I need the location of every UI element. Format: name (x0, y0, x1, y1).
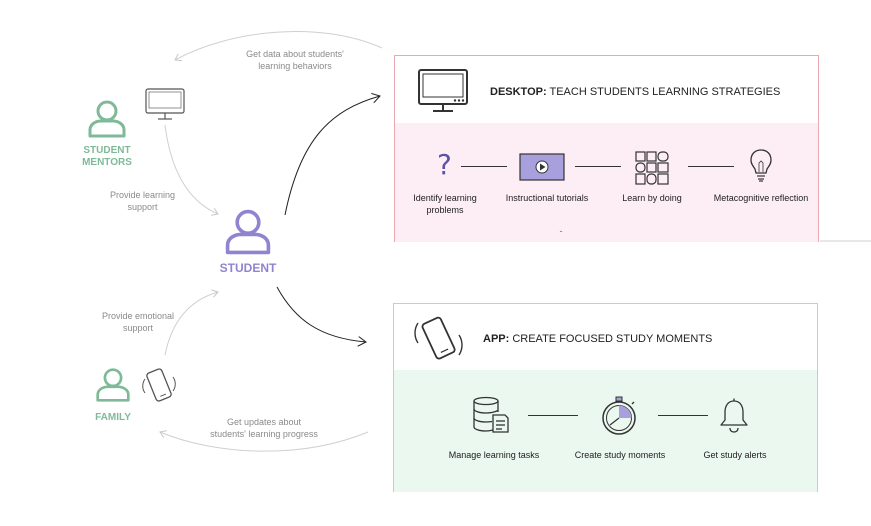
arrow-student-to-desktop (284, 96, 380, 216)
step-manage-learning-tasks: Manage learning tasks (448, 450, 540, 460)
student-person-icon (225, 209, 271, 255)
desktop-panel-title: DESKTOP: TEACH STUDENTS LEARNING STRATEG… (490, 86, 781, 98)
family-person-icon (96, 368, 130, 402)
note-provide-learning: Provide learning support (109, 190, 176, 212)
desktop-monitor-icon (418, 69, 468, 112)
app-phone-icon (414, 316, 463, 360)
student-mentors-person-icon (88, 100, 126, 138)
app-panel (393, 303, 818, 492)
grid-blocks-icon (635, 151, 669, 185)
student-label: STUDENT (219, 261, 277, 275)
step-create-study-moments: Create study moments (574, 450, 666, 460)
monitor-icon (145, 88, 185, 120)
stopwatch-icon (602, 396, 636, 435)
note-get-updates: Get updates about students' learning pro… (210, 417, 318, 439)
phone-icon (142, 368, 176, 402)
database-task-icon (473, 396, 509, 433)
family-label: FAMILY (95, 412, 131, 423)
step-get-study-alerts: Get study alerts (703, 450, 767, 460)
note-get-data: Get data about students' learning behavi… (246, 49, 344, 71)
desktop-panel (394, 55, 819, 242)
desktop-footnote: - (559, 226, 563, 236)
step-instructional-tutorials: Instructional tutorials (505, 193, 589, 203)
student-mentors-label: STUDENT MENTORS (82, 145, 132, 168)
lightbulb-icon (750, 149, 772, 182)
video-play-icon (519, 153, 565, 181)
step-identify-learning-problems: Identify learning problems (413, 193, 477, 215)
app-panel-band (394, 370, 817, 492)
app-panel-title: APP: CREATE FOCUSED STUDY MOMENTS (483, 333, 713, 345)
step-metacognitive-reflection: Metacognitive reflection (713, 193, 809, 203)
arrow-student-to-app (276, 286, 366, 342)
step-learn-by-doing: Learn by doing (622, 193, 682, 203)
question-mark-icon: ? (437, 148, 452, 181)
bell-icon (720, 398, 748, 433)
desktop-panel-band (395, 123, 818, 242)
note-provide-emotional: Provide emotional support (101, 311, 175, 333)
